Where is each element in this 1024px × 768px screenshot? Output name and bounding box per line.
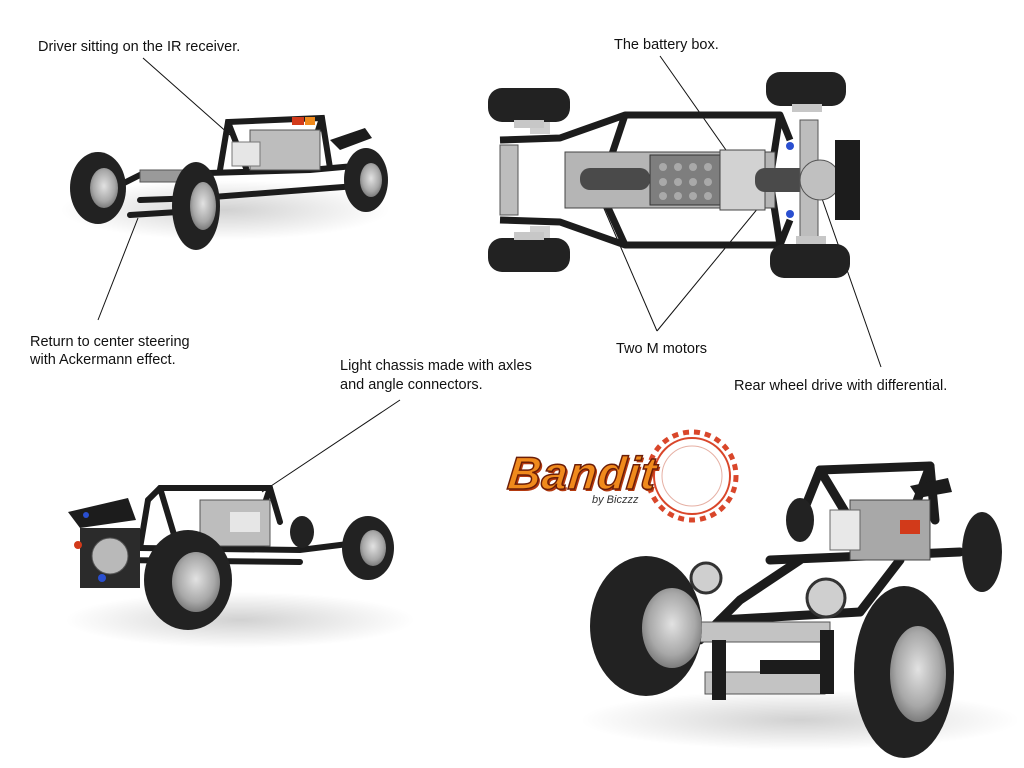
- annotation-battery: The battery box.: [614, 37, 719, 53]
- logo-gear-icon: [645, 429, 739, 523]
- annotation-chassis-line2: and angle connectors.: [340, 377, 483, 393]
- annotation-driver: Driver sitting on the IR receiver.: [38, 39, 241, 55]
- leader-driver: [142, 57, 231, 136]
- view-close-up-front: [580, 461, 1020, 758]
- annotation-steering-line1: Return to center steering: [30, 334, 190, 350]
- annotation-rear-drive: Rear wheel drive with differential.: [734, 378, 948, 394]
- leader-motor-b: [656, 195, 769, 332]
- annotation-steering-line2: with Ackermann effect.: [30, 352, 176, 368]
- annotation-chassis-line1: Light chassis made with axles: [340, 358, 532, 374]
- leader-lines: [97, 55, 882, 493]
- logo-title: Bandit: [505, 446, 661, 500]
- leader-chassis: [261, 399, 401, 493]
- leader-motor-a: [595, 189, 658, 332]
- view-rear: [65, 485, 415, 648]
- leader-steering: [97, 217, 139, 321]
- logo-byline: by Biczzz: [592, 494, 639, 506]
- view-top-down: [488, 72, 860, 278]
- annotation-motors: Two M motors: [616, 341, 708, 357]
- view-front-three-quarter: [60, 114, 390, 250]
